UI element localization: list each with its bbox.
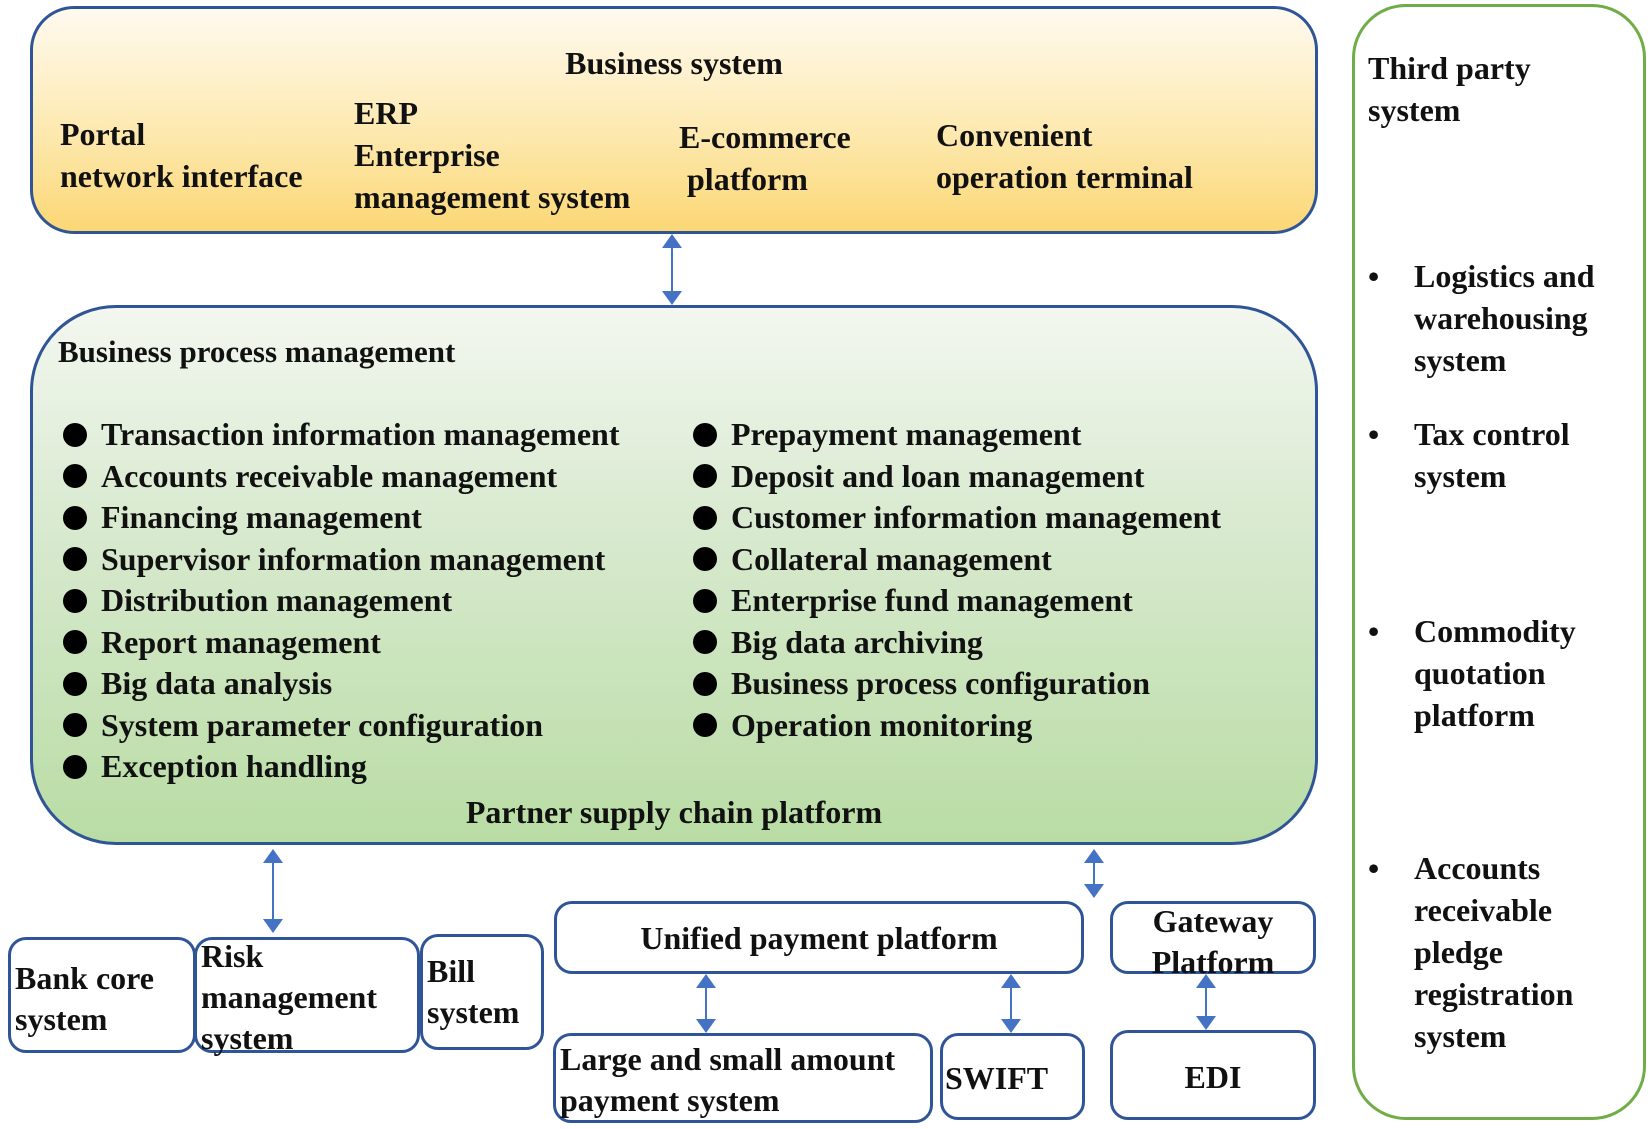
bpm-list-item: System parameter configuration (63, 705, 619, 747)
bullet-icon (693, 547, 717, 572)
bpm-list-item: Financing management (63, 497, 619, 539)
third-party-title: Third party system (1368, 50, 1531, 128)
bullet-icon: • (1368, 850, 1380, 886)
edi-box: EDI (1110, 1030, 1316, 1120)
bullet-icon (63, 754, 87, 779)
business-system-item-ecommerce: E-commerce platform (679, 119, 851, 197)
bpm-list-item: Big data archiving (693, 622, 1221, 664)
business-system-title: Business system (565, 45, 783, 81)
bpm-right-list: Prepayment management Deposit and loan m… (693, 414, 1221, 746)
bpm-list-item: Big data analysis (63, 663, 619, 705)
partner-supply-chain-label: Partner supply chain platform (465, 794, 883, 830)
unified-payment-platform-box: Unified payment platform (554, 901, 1084, 974)
bank-core-system-box: Bank core system (8, 937, 196, 1053)
bill-system-box: Bill system (420, 934, 544, 1050)
business-system-item-portal: Portal network interface (60, 116, 303, 194)
bpm-list-item: Operation monitoring (693, 705, 1221, 747)
bullet-icon (693, 713, 717, 738)
arrow-head-down (696, 1019, 716, 1033)
gateway-platform-label: Gateway Platform (1151, 903, 1275, 980)
large-small-amount-payment-system-box: Large and small amount payment system (553, 1033, 933, 1123)
risk-management-system-label: Risk management system (201, 938, 377, 1056)
bullet-icon (63, 671, 87, 696)
bpm-left-list: Transaction information management Accou… (63, 414, 619, 788)
business-system-item-terminal: Convenient operation terminal (936, 117, 1193, 195)
arrow-unified-to-large-small (696, 974, 716, 1033)
bpm-list-item: Exception handling (63, 746, 619, 788)
bullet-icon (63, 464, 87, 489)
arrow-bpm-to-risk (263, 849, 283, 933)
bpm-title: Business process management (58, 334, 456, 369)
arrow-head-down (1084, 884, 1104, 898)
bpm-list-item: Distribution management (63, 580, 619, 622)
arrow-head-up (263, 849, 283, 863)
arrow-head-down (1001, 1019, 1021, 1033)
bullet-icon (693, 422, 717, 447)
bullet-icon (63, 630, 87, 655)
unified-payment-platform-label: Unified payment platform (640, 920, 998, 956)
arrow-bpm-to-gateway (1084, 849, 1104, 898)
bullet-icon (693, 505, 717, 530)
bullet-icon: • (1368, 416, 1380, 452)
arrow-head-up (696, 974, 716, 988)
bpm-list-item: Transaction information management (63, 414, 619, 456)
swift-label: SWIFT (945, 1060, 1049, 1096)
bullet-icon (63, 505, 87, 530)
bullet-icon: • (1368, 258, 1380, 294)
swift-box: SWIFT (940, 1033, 1085, 1120)
bullet-icon (63, 588, 87, 613)
arrow-head-down (662, 291, 682, 305)
bullet-icon (63, 422, 87, 447)
bank-core-system-label: Bank core system (15, 960, 154, 1037)
bpm-list-item: Business process configuration (693, 663, 1221, 705)
large-small-amount-payment-system-label: Large and small amount payment system (560, 1041, 896, 1118)
arrow-head-down (263, 919, 283, 933)
bullet-icon (63, 713, 87, 738)
edi-label: EDI (1184, 1059, 1242, 1095)
bpm-list-item: Supervisor information management (63, 539, 619, 581)
bpm-list-item: Accounts receivable management (63, 456, 619, 498)
risk-management-system-box: Risk management system (194, 937, 420, 1056)
bpm-list-item: Collateral management (693, 539, 1221, 581)
bpm-list-item: Enterprise fund management (693, 580, 1221, 622)
business-process-management-box: Business process management Transaction … (30, 305, 1318, 845)
business-system-box: Business system Portal network interface… (30, 6, 1318, 234)
bullet-icon (693, 588, 717, 613)
arrow-head-down (1196, 1016, 1216, 1030)
third-party-system-box: Third party system • Logistics and wareh… (1352, 4, 1646, 1120)
bullet-icon (693, 630, 717, 655)
gateway-platform-box: Gateway Platform (1110, 901, 1316, 980)
bpm-list-item: Customer information management (693, 497, 1221, 539)
bullet-icon (693, 464, 717, 489)
bullet-icon (693, 671, 717, 696)
arrow-head-up (662, 234, 682, 248)
business-system-item-erp: ERP Enterprise management system (354, 95, 631, 215)
bill-system-label: Bill system (427, 953, 520, 1030)
arrow-head-up (1001, 974, 1021, 988)
arrow-unified-to-swift (1001, 974, 1021, 1033)
bpm-list-item: Prepayment management (693, 414, 1221, 456)
bullet-icon: • (1368, 613, 1380, 649)
bullet-icon (63, 547, 87, 572)
bpm-list-item: Deposit and loan management (693, 456, 1221, 498)
arrow-business-to-bpm (662, 234, 682, 305)
arrow-head-up (1084, 849, 1104, 863)
bpm-list-item: Report management (63, 622, 619, 664)
